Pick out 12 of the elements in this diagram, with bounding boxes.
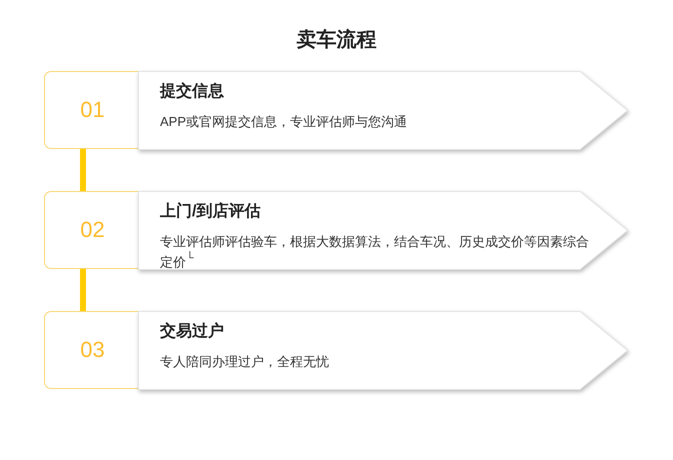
number-box: 03 (44, 311, 138, 389)
step-description: 专人陪同办理过户，全程无忧 (160, 353, 330, 370)
step-title: 提交信息 (160, 82, 224, 102)
number-box: 01 (44, 71, 138, 149)
diagram-title: 卖车流程 (296, 28, 376, 53)
step-title: 交易过户 (160, 322, 224, 342)
step-description: 专业评估师评估验车，根据大数据算法，结合车况、历史成交价等因素综合定价$^{└}$ (160, 233, 590, 270)
connector-line (80, 269, 86, 311)
step-title: 上门/到店评估 (160, 202, 260, 222)
connector-line (80, 149, 86, 191)
number-box: 02 (44, 191, 138, 269)
step-description: APP或官网提交信息，专业评估师与您沟通 (160, 113, 408, 130)
